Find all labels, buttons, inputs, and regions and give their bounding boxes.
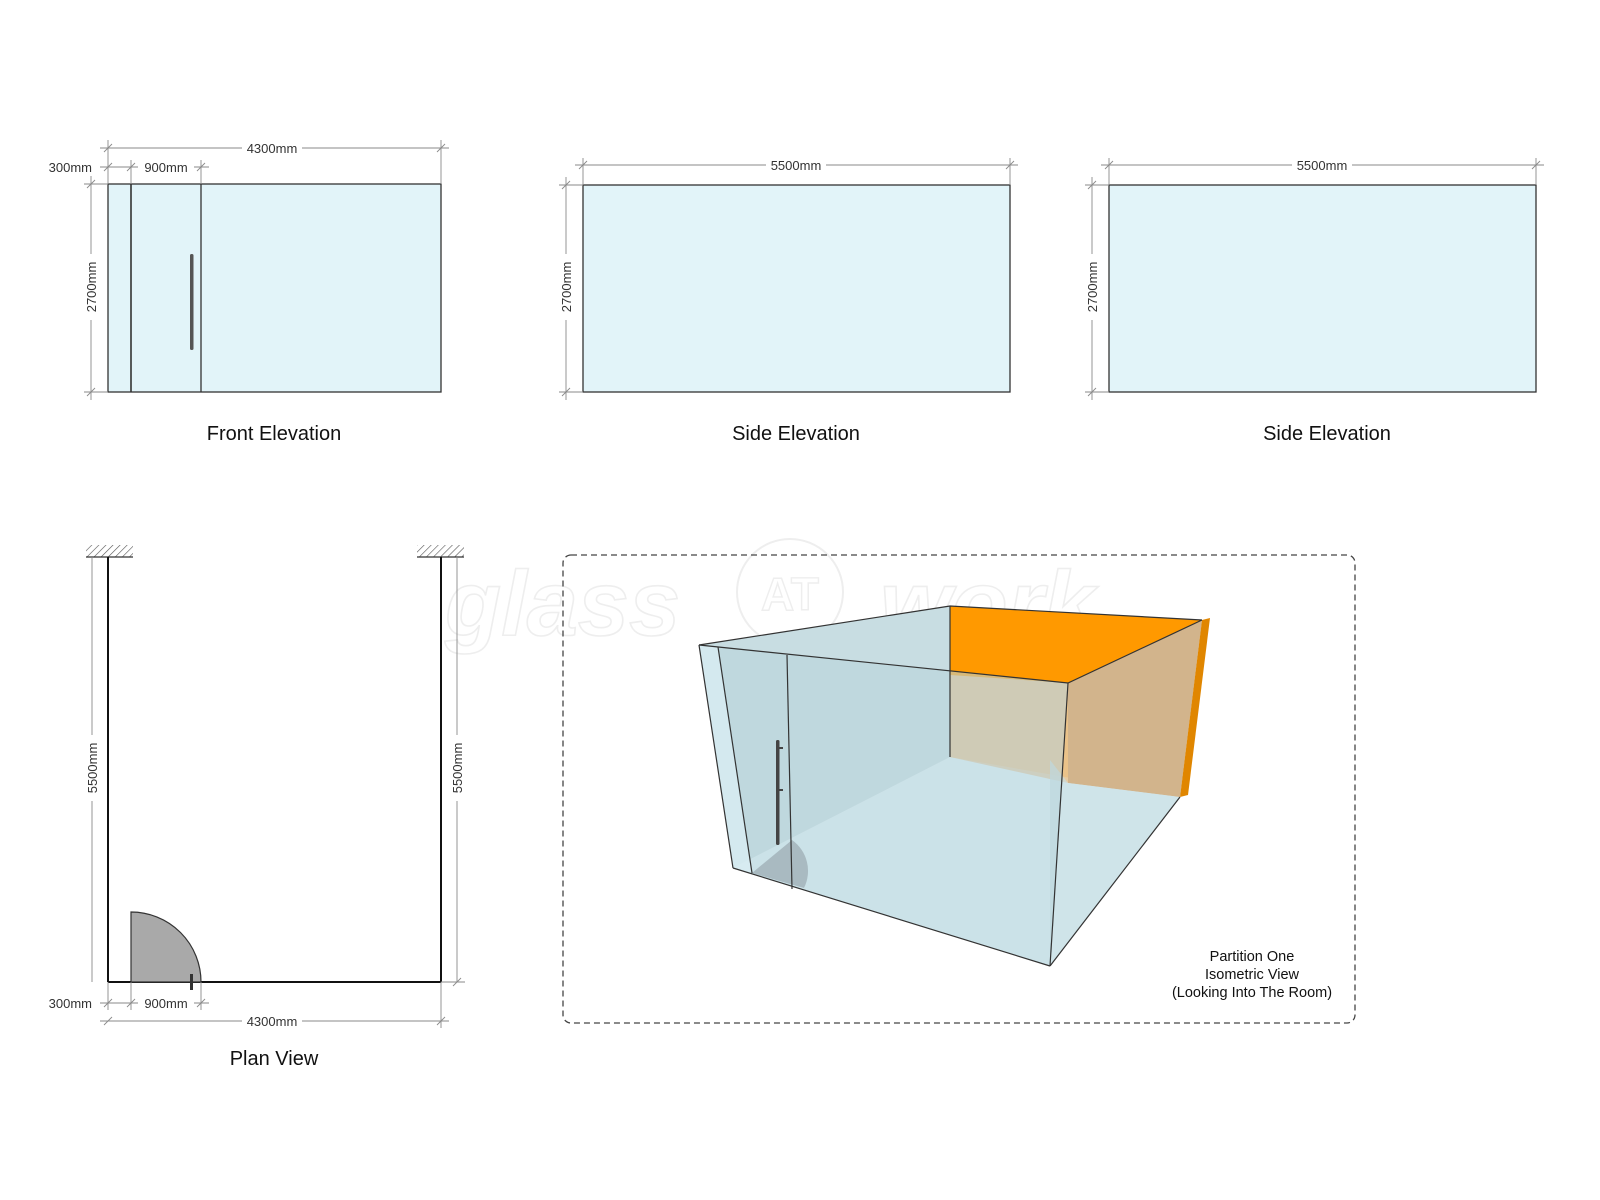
- iso-caption-line1: Partition One: [1210, 949, 1295, 965]
- watermark-center: AT: [761, 568, 819, 620]
- iso-right-glass-lower: [1050, 760, 1180, 966]
- isometric-view: Partition One Isometric View (Looking In…: [562, 554, 1356, 1024]
- watermark-left: glass: [444, 553, 680, 655]
- side-elevation-2: 5500mm 2700mm Side Elevation: [1084, 157, 1544, 445]
- door-swing-arc: [130, 911, 202, 983]
- plan-view-title: Plan View: [230, 1048, 319, 1070]
- plan-dim-side: 300mm: [49, 996, 92, 1011]
- iso-caption-line2: Isometric View: [1205, 967, 1300, 983]
- iso-caption-line3: (Looking Into The Room): [1172, 985, 1332, 1001]
- side1-dim-height: 2700mm: [559, 262, 574, 313]
- iso-door-handle: [776, 740, 780, 845]
- front-dim-height: 2700mm: [84, 262, 99, 313]
- front-elevation: 4300mm 900mm 300mm 2700mm Front Elevatio…: [49, 140, 449, 445]
- plan-view: 5500mm 5500mm 900mm 300mm 4300mm Plan Vi…: [49, 545, 465, 1070]
- side-elevation-2-glass: [1108, 184, 1537, 393]
- iso-orange-wall-edge: [1180, 618, 1210, 797]
- iso-tan-wall: [1068, 620, 1202, 797]
- plan-dim-door: 900mm: [144, 996, 187, 1011]
- isometric-frame: [562, 554, 1356, 1024]
- side1-dim-length: 5500mm: [771, 158, 822, 173]
- wall-stub-left: [86, 545, 133, 557]
- iso-front-glass: [699, 645, 1068, 966]
- front-elevation-title: Front Elevation: [207, 423, 342, 445]
- side2-dim-height: 2700mm: [1085, 262, 1100, 313]
- side-elevation-1-title: Side Elevation: [732, 423, 860, 445]
- plan-dim-right: 5500mm: [450, 743, 465, 794]
- front-dim-total: 4300mm: [247, 141, 298, 156]
- wall-stub-right: [417, 545, 464, 557]
- front-dim-door: 900mm: [144, 160, 187, 175]
- iso-door-swing: [752, 840, 809, 888]
- front-elevation-glass: [107, 183, 442, 393]
- side2-dim-length: 5500mm: [1297, 158, 1348, 173]
- iso-side-panel: [699, 645, 752, 873]
- plan-dim-total: 4300mm: [247, 1014, 298, 1029]
- front-dim-side: 300mm: [49, 160, 92, 175]
- plan-door-handle: [190, 974, 193, 990]
- plan-dim-left: 5500mm: [85, 743, 100, 794]
- door-handle: [190, 254, 194, 350]
- side-elevation-1-glass: [582, 184, 1011, 393]
- side-elevation-1: 5500mm 2700mm Side Elevation: [558, 157, 1018, 445]
- side-elevation-2-title: Side Elevation: [1263, 423, 1391, 445]
